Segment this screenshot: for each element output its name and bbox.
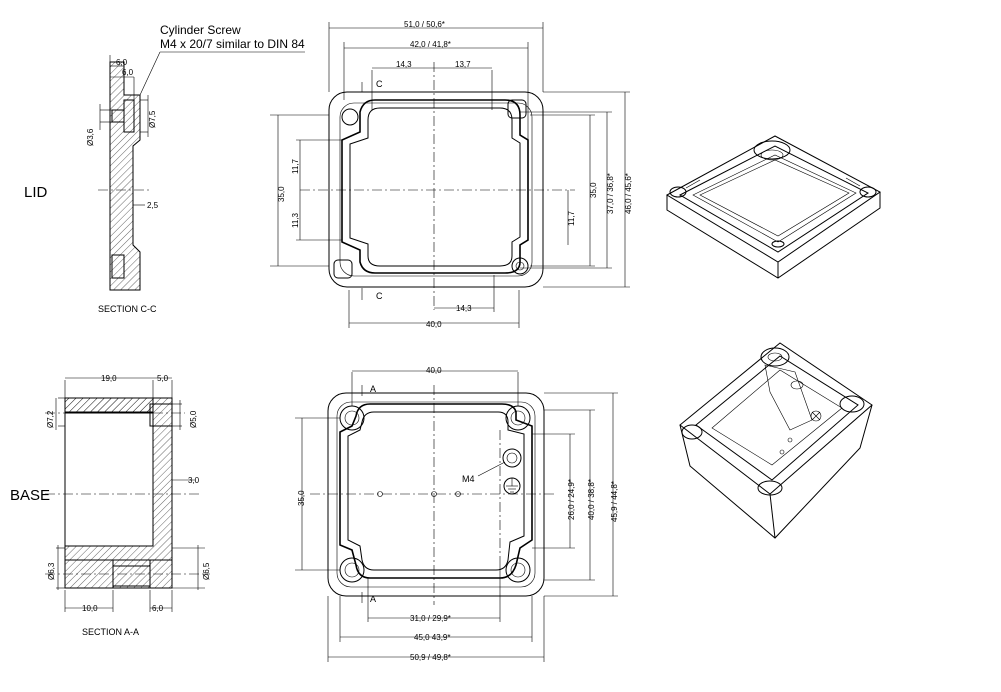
section-mark-a-bottom: A: [370, 594, 376, 604]
dim-lid-117-left: 11,7: [291, 158, 300, 174]
dim-base-459: 45,9 / 44,8*: [610, 481, 619, 522]
dim-base-sec-10: 10,0: [82, 604, 98, 613]
section-mark-c-top: C: [376, 79, 383, 89]
base-label: BASE: [10, 487, 50, 504]
dim-lid-117-right: 11,7: [567, 210, 576, 226]
dim-lid-sec-6a: 6,0: [116, 58, 128, 67]
dim-base-509: 50,9 / 49,8*: [410, 653, 451, 662]
dim-lid-sec-25: 2,5: [147, 201, 159, 210]
section-cc-label: SECTION C-C: [98, 304, 157, 314]
lid-iso-view: [665, 135, 881, 279]
dim-base-sec-d65: Ø6,5: [202, 562, 211, 580]
dim-base-26: 26,0 / 24,9*: [567, 479, 576, 520]
base-iso-view: [679, 342, 873, 539]
dim-lid-35-left: 35,0: [277, 186, 286, 202]
dim-lid-46: 46,0 / 45,6*: [624, 173, 633, 214]
dim-base-45: 45,0 43,9*: [414, 633, 450, 642]
dim-lid-113: 11,3: [291, 212, 300, 228]
lid-label: LID: [24, 184, 48, 201]
section-mark-c-bottom: C: [376, 291, 383, 301]
dim-lid-143-bottom: 14,3: [456, 304, 472, 313]
dim-base-31: 31,0 / 29,9*: [410, 614, 451, 623]
dim-base-sec-5: 5,0: [157, 374, 169, 383]
lid-plan-view: 51,0 / 50,6* 42,0 / 41,8* 14,3 13,7 C 35…: [270, 20, 633, 329]
screw-note-line2: M4 x 20/7 similar to DIN 84: [160, 37, 305, 51]
dim-base-sec-d72: Ø7,2: [46, 410, 55, 428]
dim-lid-sec-d75: Ø7,5: [148, 110, 157, 128]
dim-lid-35-right: 35,0: [589, 182, 598, 198]
dim-base-sec-19: 19,0: [101, 374, 117, 383]
dim-base-sec-d5: Ø5,0: [189, 410, 198, 428]
dim-lid-143-top: 14,3: [396, 60, 412, 69]
m4-label: M4: [462, 474, 475, 484]
dim-lid-sec-6b: 6,0: [122, 68, 134, 77]
dim-base-sec-3: 3,0: [188, 476, 200, 485]
dim-lid-sec-d36: Ø3,6: [86, 128, 95, 146]
dim-lid-37: 37,0 / 36,8*: [606, 173, 615, 214]
dim-lid-137: 13,7: [455, 60, 471, 69]
dim-base-sec-d63: Ø6,3: [47, 562, 56, 580]
dim-base-35-left: 35,0: [297, 490, 306, 506]
screw-note-line1: Cylinder Screw: [160, 23, 241, 37]
dim-lid-40: 40,0: [426, 320, 442, 329]
dim-base-sec-6: 6,0: [152, 604, 164, 613]
lid-section-cc: 6,0 6,0 Ø3,6 Ø7,5 2,5 Cylinder Screw M4 …: [86, 23, 305, 314]
section-aa-label: SECTION A-A: [82, 627, 139, 637]
base-section-aa: 19,0 5,0 Ø7,2 Ø5,0 3,0 Ø6,3 Ø6,5 10,0 6,…: [45, 374, 211, 637]
dim-base-40-right: 40,0 / 38,8*: [587, 479, 596, 520]
dim-lid-w-inner: 42,0 / 41,8*: [410, 40, 451, 49]
dim-base-40-top: 40,0: [426, 366, 442, 375]
base-plan-view: 40,0 A A 35,0 26,0 / 24,9* 40,0 / 38,8* …: [295, 366, 619, 662]
dim-lid-w-outer: 51,0 / 50,6*: [404, 20, 445, 29]
section-mark-a-top: A: [370, 384, 376, 394]
